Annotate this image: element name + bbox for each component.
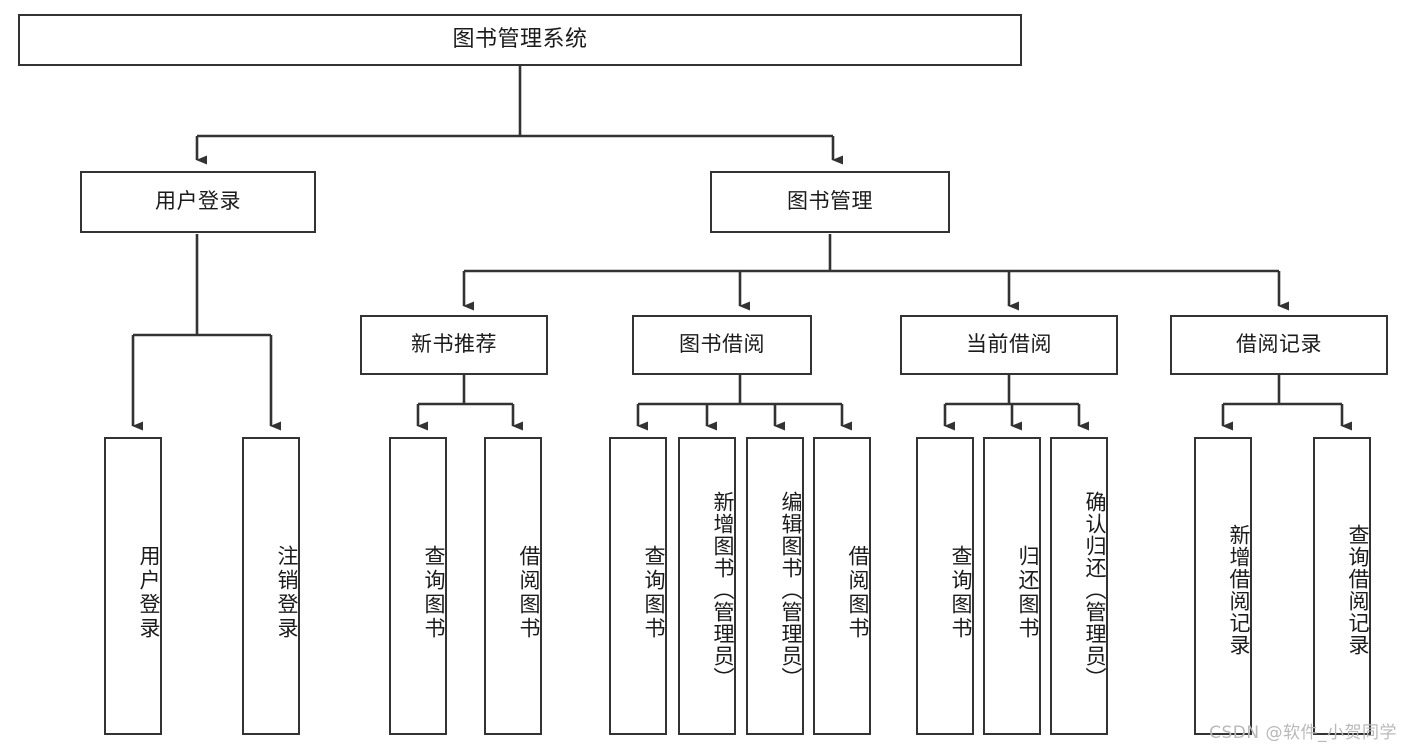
node-new-book-recommend[interactable]: 新书推荐	[360, 315, 548, 375]
leaf-record-query-borrow-record[interactable]: 查询借阅记录	[1313, 437, 1371, 735]
leaf-borrow-edit-book-admin[interactable]: 编辑图书（管理员）	[746, 437, 804, 735]
leaf-newbook-borrow-book[interactable]: 借阅图书	[484, 437, 542, 735]
leaf-current-confirm-return-admin[interactable]: 确认归还（管理员）	[1050, 437, 1108, 735]
csdn-watermark: CSDN @软件_小贺同学	[1209, 723, 1397, 743]
leaf-current-return-book[interactable]: 归还图书	[983, 437, 1041, 735]
leaf-user-login[interactable]: 用户登录	[104, 437, 162, 735]
leaf-borrow-add-book-admin[interactable]: 新增图书（管理员）	[678, 437, 736, 735]
node-borrow-record[interactable]: 借阅记录	[1170, 315, 1388, 375]
node-current-borrow[interactable]: 当前借阅	[900, 315, 1118, 375]
leaf-current-query-book[interactable]: 查询图书	[916, 437, 974, 735]
leaf-logout[interactable]: 注销登录	[242, 437, 300, 735]
node-book-borrow[interactable]: 图书借阅	[632, 315, 812, 375]
leaf-borrow-borrow-book[interactable]: 借阅图书	[813, 437, 871, 735]
node-root-system[interactable]: 图书管理系统	[18, 14, 1022, 66]
node-user-login[interactable]: 用户登录	[80, 171, 316, 233]
leaf-borrow-query-book[interactable]: 查询图书	[609, 437, 667, 735]
leaf-record-add-borrow-record[interactable]: 新增借阅记录	[1194, 437, 1252, 735]
node-book-management[interactable]: 图书管理	[710, 171, 950, 233]
leaf-newbook-query-book[interactable]: 查询图书	[389, 437, 447, 735]
